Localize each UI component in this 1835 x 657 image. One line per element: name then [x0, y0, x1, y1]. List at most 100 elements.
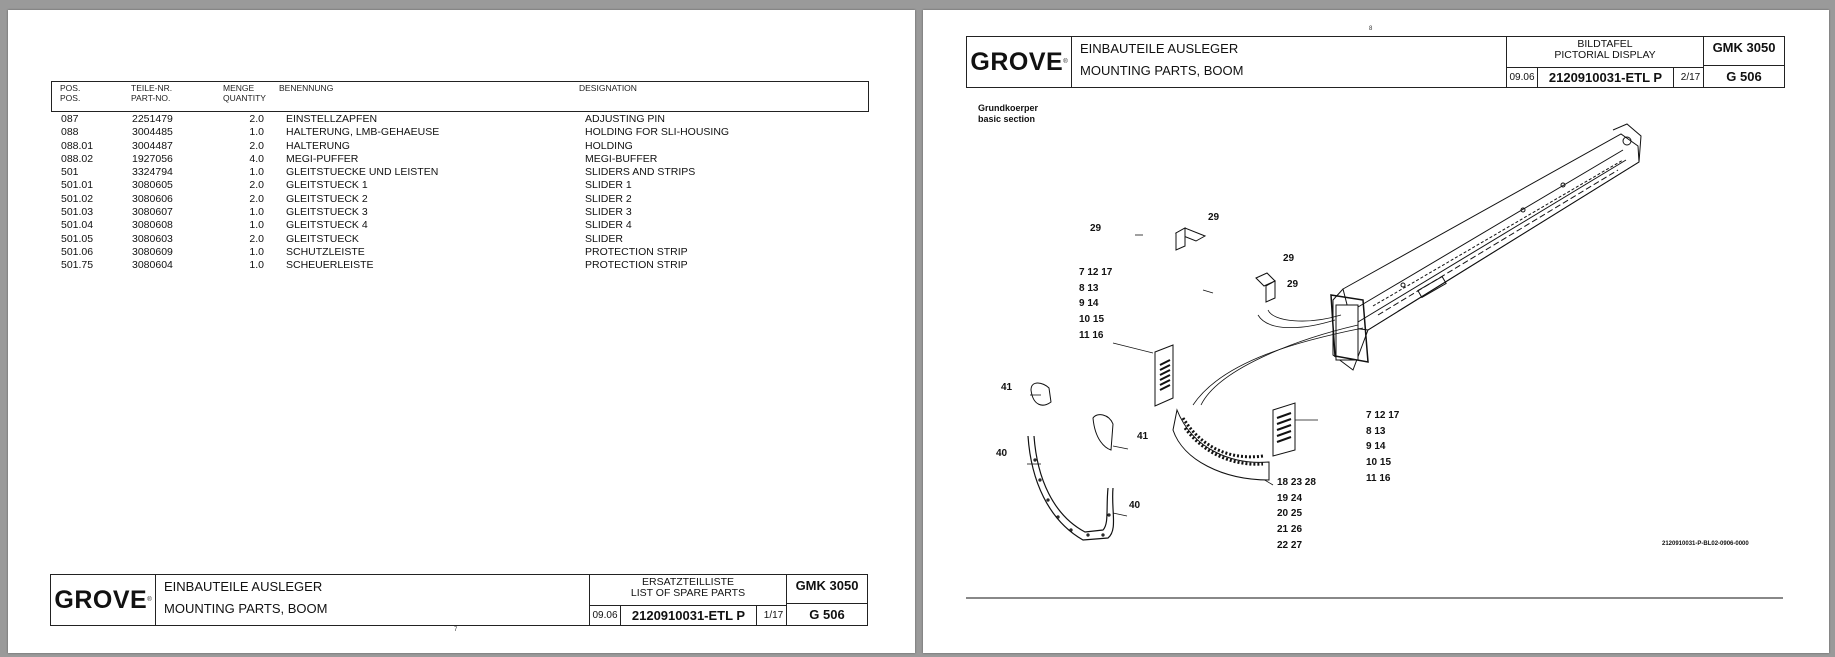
row-pos: 501.02 — [61, 192, 94, 205]
drawing-reference: 2120910031-P-BL02-0906-0000 — [1662, 541, 1749, 547]
callout-row: 11 16 — [1366, 472, 1391, 484]
row-qty: 1.0 — [249, 259, 264, 272]
row-part: 3004485 — [132, 126, 173, 139]
row-designation: SLIDER 2 — [585, 192, 632, 205]
doc-number: 2120910031-ETL P — [621, 606, 757, 625]
row-benennung: GLEITSTUECKE UND LEISTEN — [286, 166, 439, 179]
row-designation: MEGI-BUFFER — [585, 152, 658, 165]
row-designation: SLIDER 4 — [585, 219, 632, 232]
row-benennung: EINSTELLZAPFEN — [286, 113, 378, 125]
grove-logo: GROVE® — [51, 575, 156, 625]
row-qty: 1.0 — [249, 206, 264, 219]
model-name: GMK 3050 — [795, 578, 859, 593]
callout-29: 29 — [1283, 253, 1295, 264]
callout-41: 41 — [1137, 431, 1149, 442]
title-en: MOUNTING PARTS, BOOM — [164, 601, 328, 616]
parts-list-rows: 087 2251479 2.0 EINSTELLZAPFEN ADJUSTING PIN… — [61, 113, 881, 273]
model-info: GMK 3050 G 506 — [1704, 37, 1784, 87]
doc-date: 09.06 — [590, 606, 621, 625]
title-de: EINBAUTEILE AUSLEGER — [1080, 41, 1239, 56]
row-part: 2251479 — [132, 113, 173, 125]
parts-list-page: POS. POS. TEILE-NR. PART-NO. MENGE QUANT… — [8, 10, 915, 653]
header-part: TEILE-NR. — [131, 83, 173, 93]
row-designation: HOLDING — [585, 139, 633, 152]
callout-row: 11 16 — [1079, 329, 1104, 341]
row-pos: 501.04 — [61, 219, 94, 232]
row-pos: 087 — [61, 113, 79, 125]
pictorial-page: 8 GROVE® EINBAUTEILE AUSLEGER MOUNTING P… — [923, 10, 1829, 653]
callout-row: 20 25 — [1277, 508, 1303, 520]
callout-row: 10 15 — [1366, 457, 1392, 469]
callout-40: 40 — [996, 448, 1008, 459]
header-designation: DESIGNATION — [579, 83, 637, 93]
row-pos: 088.02 — [61, 152, 94, 165]
page-mark: 8 — [1369, 26, 1373, 32]
title-en: MOUNTING PARTS, BOOM — [1080, 63, 1244, 78]
section-en: basic section — [978, 114, 1036, 124]
row-qty: 1.0 — [249, 126, 264, 139]
title-description: EINBAUTEILE AUSLEGER MOUNTING PARTS, BOO… — [156, 575, 590, 625]
row-pos: 501.01 — [61, 179, 94, 192]
callout-group-c: 18 23 28 19 24 20 25 21 26 22 27 — [1277, 475, 1316, 554]
title-block: GROVE® EINBAUTEILE AUSLEGER MOUNTING PAR… — [50, 574, 868, 626]
row-benennung: GLEITSTUECK — [286, 232, 359, 245]
row-pos: 501.03 — [61, 206, 94, 219]
section-de: Grundkoerper — [978, 103, 1039, 113]
row-designation: ADJUSTING PIN — [585, 113, 665, 125]
callout-29: 29 — [1090, 223, 1102, 234]
callout-row: 8 13 — [1366, 425, 1386, 437]
row-part: 3080608 — [132, 219, 173, 232]
bracket-29 — [1174, 227, 1276, 303]
row-benennung: SCHEUERLEISTE — [286, 259, 374, 272]
row-pos: 501 — [61, 166, 79, 179]
header-benennung: BENENNUNG — [279, 83, 334, 93]
header-part-en: PART-NO. — [131, 93, 171, 103]
callout-29: 29 — [1208, 212, 1220, 223]
row-benennung: HALTERUNG — [286, 139, 350, 152]
row-qty: 2.0 — [249, 192, 264, 205]
row-part: 3080606 — [132, 192, 173, 205]
callout-row: 22 27 — [1277, 539, 1303, 551]
callout-row: 9 14 — [1079, 298, 1099, 310]
row-part: 3080603 — [132, 232, 173, 245]
row-benennung: GLEITSTUECK 3 — [286, 206, 368, 219]
callout-row: 7 12 17 — [1079, 267, 1113, 278]
grove-logo: GROVE® — [967, 37, 1072, 87]
row-part: 1927056 — [132, 152, 173, 165]
header-pos: POS. — [60, 83, 81, 93]
row-qty: 1.0 — [249, 219, 264, 232]
doc-info: 09.06 2120910031-ETL P 1/17 — [590, 605, 786, 625]
model-info: GMK 3050 G 506 — [787, 575, 867, 625]
row-designation: SLIDER 3 — [585, 206, 632, 219]
row-part: 3080605 — [132, 179, 173, 192]
row-pos: 501.05 — [61, 232, 94, 245]
callout-row: 19 24 — [1277, 492, 1303, 504]
logo-text: GROVE — [970, 47, 1064, 76]
row-benennung: MEGI-PUFFER — [286, 152, 359, 165]
callout-row: 8 13 — [1079, 282, 1099, 294]
callout-row: 7 12 17 — [1366, 410, 1400, 421]
page-mark: 7 — [454, 627, 458, 633]
callout-row: 21 26 — [1277, 524, 1303, 536]
callout-row: 9 14 — [1366, 441, 1386, 453]
callout-41: 41 — [1001, 382, 1013, 393]
row-benennung: GLEITSTUECK 4 — [286, 219, 368, 232]
list-de: ERSATZTEILLISTE — [642, 576, 734, 588]
row-qty: 2.0 — [249, 113, 264, 125]
title-de: EINBAUTEILE AUSLEGER — [164, 579, 323, 594]
row-qty: 2.0 — [249, 232, 264, 245]
model-code: G 506 — [1704, 65, 1784, 85]
row-pos: 501.75 — [61, 259, 94, 272]
row-qty: 2.0 — [249, 139, 264, 152]
exploded-drawing — [966, 123, 1783, 599]
doc-date: 09.06 — [1507, 68, 1538, 87]
row-designation: PROTECTION STRIP — [585, 245, 688, 258]
row-designation: PROTECTION STRIP — [585, 259, 688, 272]
page-number: 2/17 — [1680, 72, 1701, 83]
